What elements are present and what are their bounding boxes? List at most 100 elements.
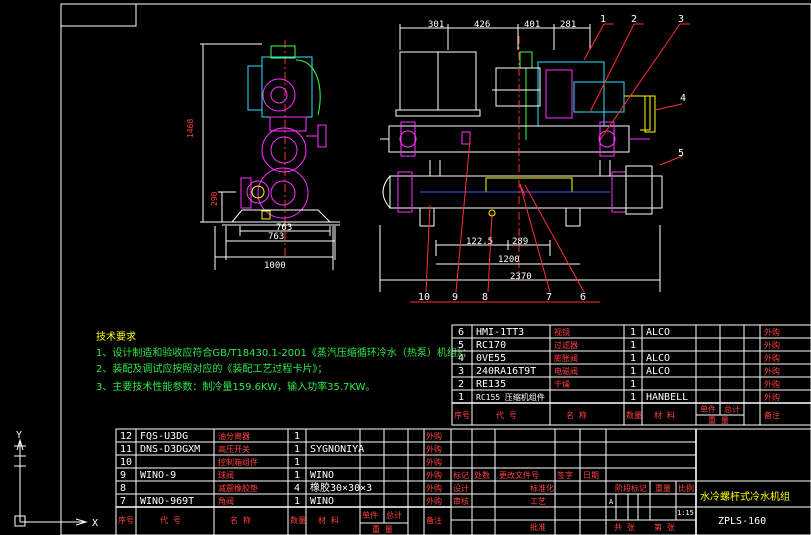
svg-text:标准化: 标准化 (530, 483, 554, 493)
svg-text:数量: 数量 (290, 515, 306, 525)
svg-text:外购: 外购 (764, 392, 780, 402)
svg-text:RE135: RE135 (476, 379, 506, 390)
svg-text:0VE55: 0VE55 (476, 353, 506, 364)
svg-text:单件: 单件 (700, 404, 716, 414)
svg-text:ALCO: ALCO (646, 327, 670, 338)
dim-top-1: 301 (428, 20, 444, 30)
svg-text:备注: 备注 (764, 410, 780, 420)
svg-text:1: 1 (630, 392, 636, 403)
svg-text:序号: 序号 (454, 410, 470, 420)
leader-label-2: 2 (631, 14, 637, 25)
side-view (200, 40, 340, 270)
dim-bottom-3: 1200 (498, 255, 520, 265)
svg-text:代 号: 代 号 (496, 410, 517, 420)
dim-763-label: 763 (268, 232, 284, 242)
drawing-code: ZPLS-160 (718, 516, 766, 527)
svg-text:SYGNONIYA: SYGNONIYA (310, 444, 364, 455)
bom-left-row: 9 WINO-9 球阀 1 WINO 外购 (120, 470, 442, 481)
dim-bottom-2: 289 (512, 237, 528, 247)
svg-text:外购: 外购 (764, 340, 780, 350)
svg-text:外购: 外购 (764, 366, 780, 376)
svg-text:1: 1 (630, 353, 636, 364)
notes-title: 技术要求 (96, 330, 136, 343)
svg-text:膨胀阀: 膨胀阀 (554, 353, 578, 363)
leader-label-8: 8 (482, 292, 488, 303)
leader-label-5: 5 (678, 148, 684, 159)
svg-text:共 张: 共 张 (614, 523, 635, 532)
dim-1000-label: 1000 (264, 261, 286, 271)
svg-text:外购: 外购 (764, 379, 780, 389)
svg-text:日期: 日期 (583, 471, 599, 480)
bom-left-row: 7 WINO-969T 角阀 1 WINO 外购 (120, 496, 442, 507)
title-block-grid (450, 428, 811, 535)
svg-text:外购: 外购 (426, 431, 442, 441)
leader-label-4: 4 (680, 93, 686, 104)
svg-text:WINO: WINO (310, 496, 334, 507)
front-view (379, 23, 690, 303)
drawing-name: 水冷螺杆式冷水机组 (700, 490, 790, 503)
svg-text:比例: 比例 (678, 483, 694, 493)
scale-value: 1:15 (677, 509, 694, 517)
leader-label-1: 1 (600, 14, 606, 25)
svg-text:4: 4 (294, 483, 300, 494)
svg-text:HMI-1TT3: HMI-1TT3 (476, 327, 524, 338)
ucs-x-label: X (92, 518, 98, 529)
svg-text:1: 1 (294, 496, 300, 507)
dim-bottom-4: 2370 (510, 272, 532, 282)
title-block-labels: 标记 处数 更改文件号 签字 日期 设计 标准化 审核 工艺 批准 (453, 470, 599, 532)
svg-text:5: 5 (458, 340, 464, 351)
drawing-border (60, 3, 811, 535)
svg-text:总计: 总计 (724, 404, 740, 414)
svg-text:HANBELL: HANBELL (646, 392, 688, 403)
svg-text:单件: 单件 (362, 510, 378, 520)
svg-text:9: 9 (120, 470, 126, 481)
bom-left-row: 11 DNS-D3DGXM 高压开关 1 SYGNONIYA 外购 (120, 444, 442, 455)
bom-left-row: 10 控制箱组件 1 外购 (120, 457, 442, 468)
svg-text:ALCO: ALCO (646, 353, 670, 364)
dim-bottom-1: 122.5 (466, 237, 493, 247)
bom-left-grid (115, 428, 452, 535)
svg-text:1: 1 (630, 340, 636, 351)
svg-text:处数: 处数 (474, 470, 490, 480)
ucs-icon (14, 438, 88, 527)
svg-text:重 量: 重 量 (708, 415, 729, 425)
leader-label-6: 6 (580, 292, 586, 303)
svg-text:油分离器: 油分离器 (218, 431, 250, 441)
svg-text:11: 11 (120, 444, 132, 455)
svg-text:材 料: 材 料 (318, 515, 339, 525)
svg-text:6: 6 (458, 327, 464, 338)
svg-text:8: 8 (120, 483, 126, 494)
svg-text:设计: 设计 (453, 483, 469, 493)
svg-text:2: 2 (458, 379, 464, 390)
svg-text:电磁阀: 电磁阀 (554, 366, 578, 376)
svg-text:12: 12 (120, 431, 132, 442)
dim-top-2: 426 (474, 20, 490, 30)
bom-left-row: 12 FQS-U3DG 油分离器 1 外购 (120, 431, 442, 442)
bom-right-row: 6 HMI-1TT3 视镜 1 ALCO 外购 (458, 327, 780, 338)
leader-label-3: 3 (678, 14, 684, 25)
svg-text:重 量: 重 量 (372, 524, 393, 534)
svg-text:视镜: 视镜 (554, 327, 570, 337)
svg-text:1: 1 (630, 327, 636, 338)
leader-label-9: 9 (452, 292, 458, 303)
svg-text:RC170: RC170 (476, 340, 506, 351)
svg-text:控制箱组件: 控制箱组件 (218, 457, 258, 467)
svg-text:7: 7 (120, 496, 126, 507)
svg-text:10: 10 (120, 457, 132, 468)
svg-text:1: 1 (294, 431, 300, 442)
svg-text:外购: 外购 (764, 353, 780, 363)
svg-text:1: 1 (294, 470, 300, 481)
svg-text:外购: 外购 (426, 483, 442, 493)
dim-763-label-top: 763 (276, 223, 292, 233)
svg-text:总计: 总计 (386, 510, 402, 520)
svg-text:WINO-969T: WINO-969T (140, 496, 194, 507)
dim-height-label: 1468 (186, 119, 195, 138)
bom-right-grid (451, 324, 811, 426)
svg-text:外购: 外购 (426, 457, 442, 467)
svg-text:外购: 外购 (764, 327, 780, 337)
svg-text:减震橡胶垫: 减震橡胶垫 (218, 483, 258, 493)
svg-text:签字: 签字 (557, 470, 573, 480)
svg-text:角阀: 角阀 (218, 496, 234, 506)
